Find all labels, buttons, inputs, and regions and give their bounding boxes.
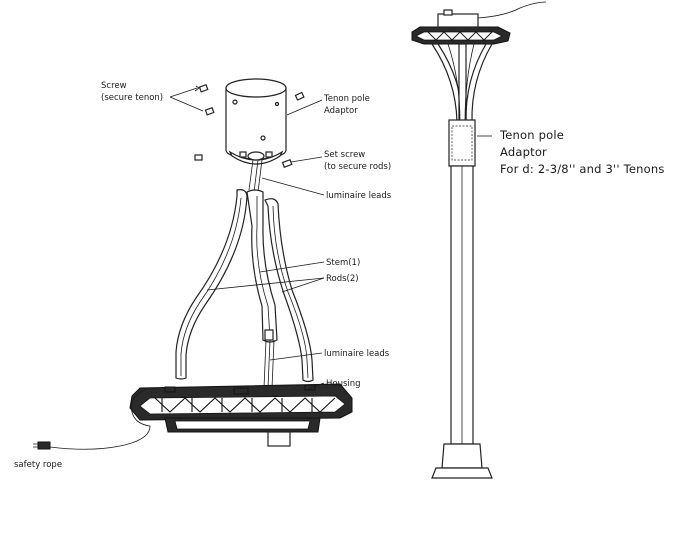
stem-center [246,189,278,343]
label-screw: Screw [101,81,127,91]
label-rods: Rods(2) [326,274,359,284]
label-stem: Stem(1) [326,258,360,268]
safety-rope [33,389,151,450]
label-set-screw: Set screw [324,150,365,160]
label-right-tenon-pole: Tenon pole [499,128,564,142]
label-safety-rope: safety rope [14,460,62,470]
assembled-luminaire-head [411,1,547,45]
label-tenon-pole-adaptor-2: Adaptor [324,106,358,116]
luminaire-leads-bottom-wires [263,339,275,389]
label-screw-secure-tenon: (secure tenon) [101,93,163,103]
label-set-screw-2: (to secure rods) [324,162,391,172]
screw-parts [194,83,305,168]
assembled-tenon-adaptor [448,119,476,167]
assembled-pole-base [431,443,493,479]
label-right-adaptor: Adaptor [500,145,547,159]
assembled-pole [450,165,474,445]
housing [129,383,353,447]
label-tenon-pole-adaptor: Tenon pole [323,94,370,104]
label-luminaire-leads-top: luminaire leads [326,191,392,201]
assembled-arms [430,43,494,123]
label-housing: Housing [326,379,361,389]
luminaire-leads-top-wires [248,159,263,193]
label-right-tenon-sizes: For d: 2-3/8'' and 3'' Tenons [500,162,665,176]
label-luminaire-leads-bottom: luminaire leads [324,349,390,359]
rod-right [264,198,314,383]
tenon-pole-adaptor [225,78,287,165]
rod-left [175,189,248,380]
